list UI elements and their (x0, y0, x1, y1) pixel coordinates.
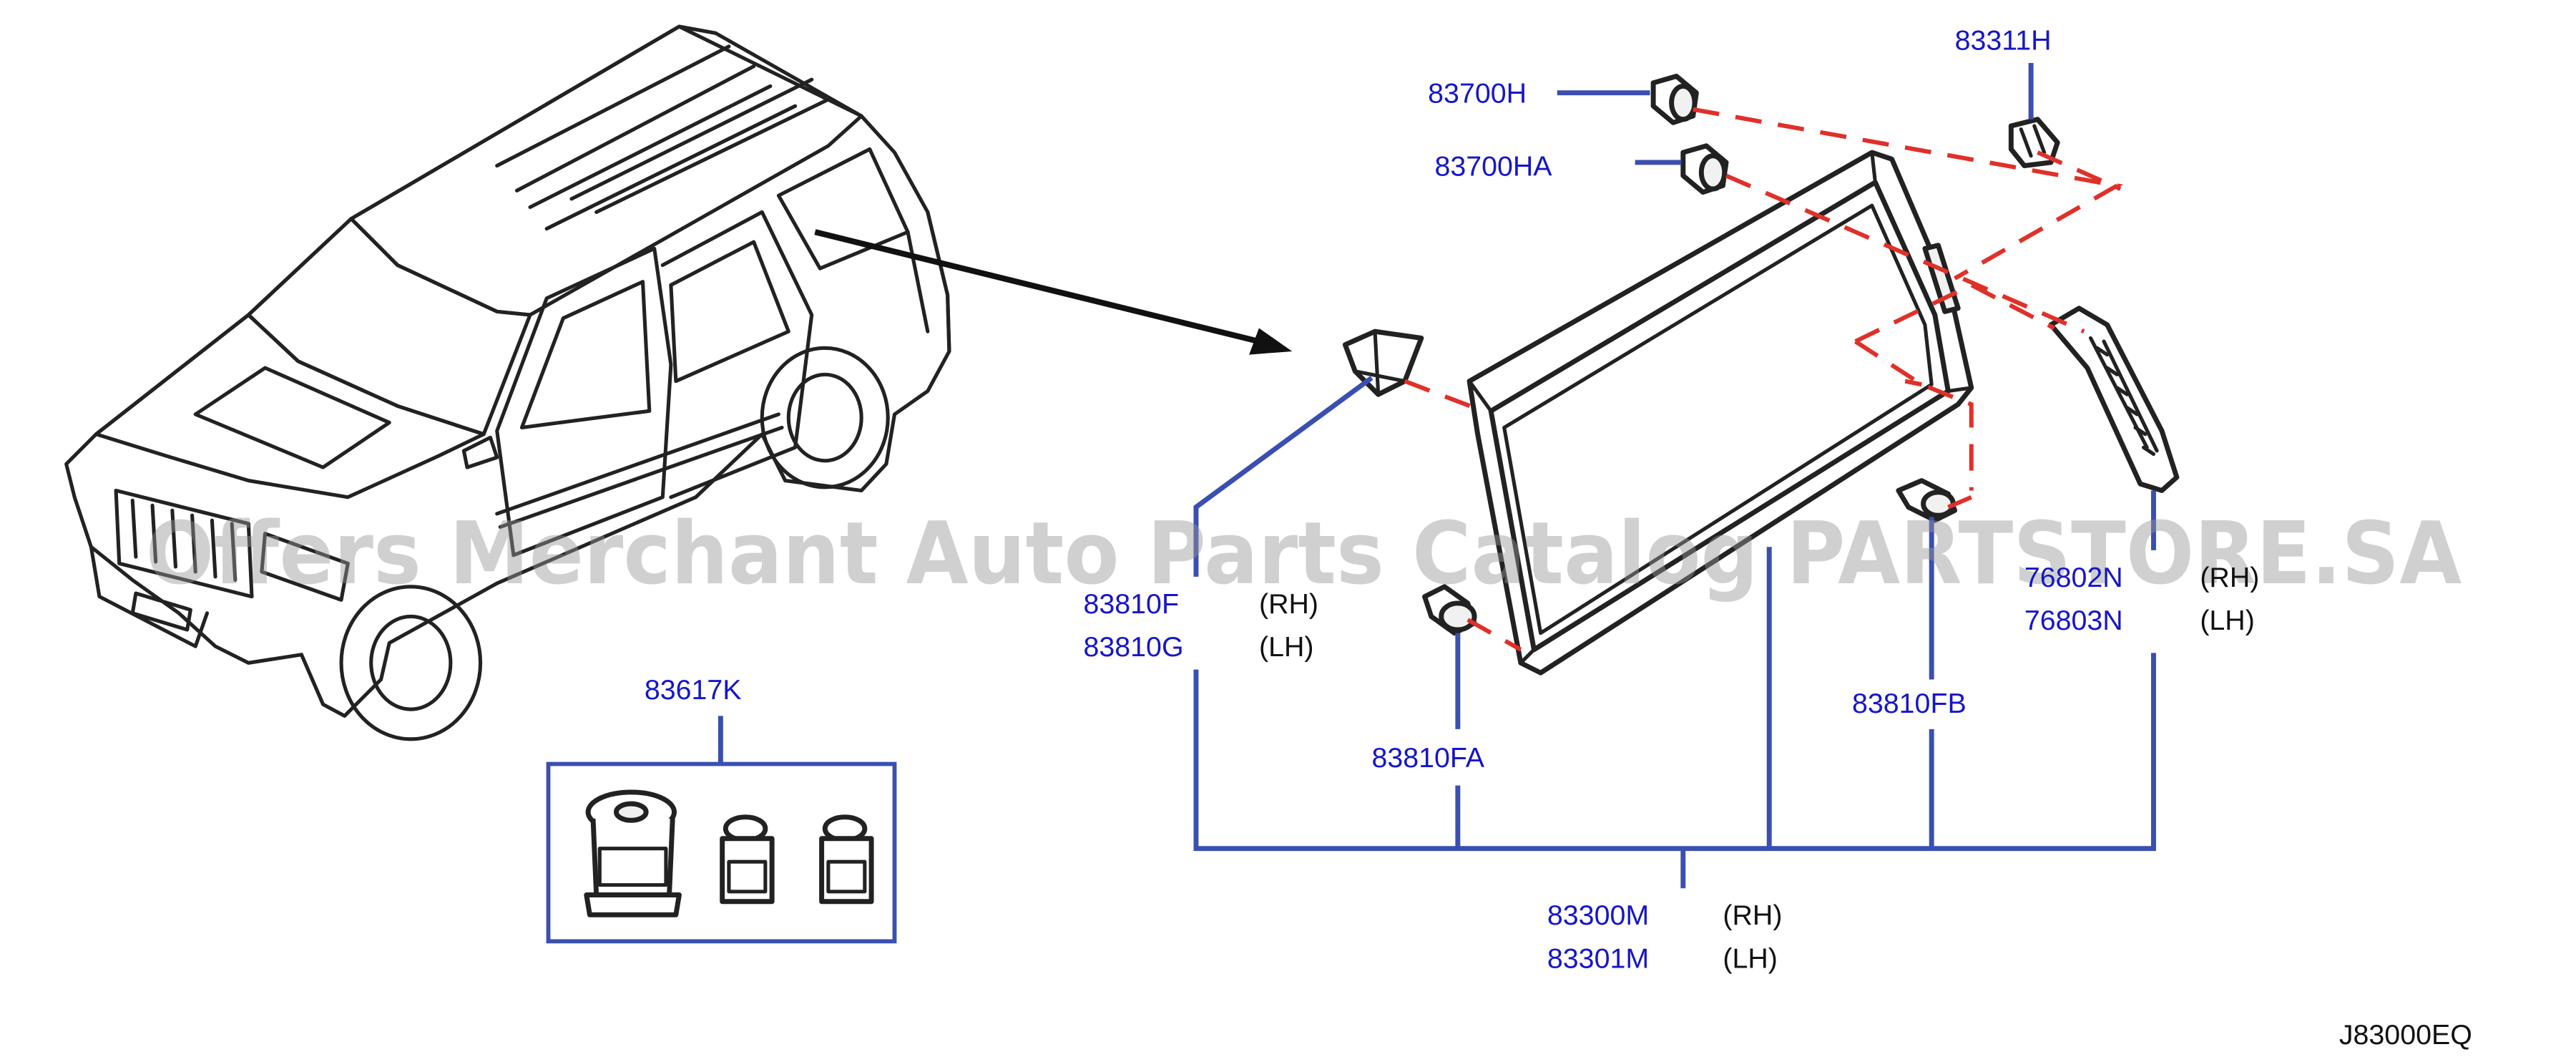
side-76802n: (RH) (2200, 562, 2259, 593)
clip-83810fb (1896, 478, 1958, 523)
clip-83700h (1650, 74, 1699, 125)
bushing-small-1 (720, 814, 775, 905)
bushing-small-2 (819, 814, 874, 905)
watermark: Offers Merchant Auto Parts Catalog PARTS… (146, 504, 2462, 604)
bushing-large (584, 789, 682, 917)
pointer-arrow (814, 229, 1293, 355)
quarter-moulding (2048, 306, 2180, 493)
leader-lines (718, 62, 2156, 889)
quarter-glass-assembly (1466, 150, 1974, 676)
side-83301m: (LH) (1723, 942, 1778, 974)
part-number-76802n[interactable]: 76802N (2024, 562, 2123, 593)
part-number-83617k[interactable]: 83617K (645, 674, 742, 706)
part-labels: 83311H 83700H 83700HA 83810F (RH) 83810G… (645, 24, 2472, 1050)
part-number-83301m[interactable]: 83301M (1547, 942, 1649, 974)
part-number-83810g[interactable]: 83810G (1084, 631, 1184, 663)
side-76803n: (LH) (2200, 605, 2255, 636)
part-number-83810fb[interactable]: 83810FB (1852, 688, 1967, 719)
kit-box (546, 761, 897, 944)
side-83300m: (RH) (1723, 900, 1782, 931)
part-number-83300m[interactable]: 83300M (1547, 900, 1649, 931)
vehicle-illustration (64, 24, 951, 741)
part-number-83700ha[interactable]: 83700HA (1434, 150, 1552, 182)
clip-83700ha (1680, 143, 1729, 195)
part-number-83810f[interactable]: 83810F (1084, 588, 1180, 620)
part-number-83311h[interactable]: 83311H (1955, 24, 2052, 56)
side-83810f: (RH) (1259, 588, 1318, 620)
part-number-83700h[interactable]: 83700H (1428, 78, 1527, 109)
diagram-code: J83000EQ (2339, 1019, 2472, 1051)
alignment-lines (1404, 107, 2124, 652)
part-number-83810fa[interactable]: 83810FA (1371, 742, 1484, 774)
side-83810g: (LH) (1259, 631, 1314, 663)
part-number-76803n[interactable]: 76803N (2024, 605, 2123, 636)
